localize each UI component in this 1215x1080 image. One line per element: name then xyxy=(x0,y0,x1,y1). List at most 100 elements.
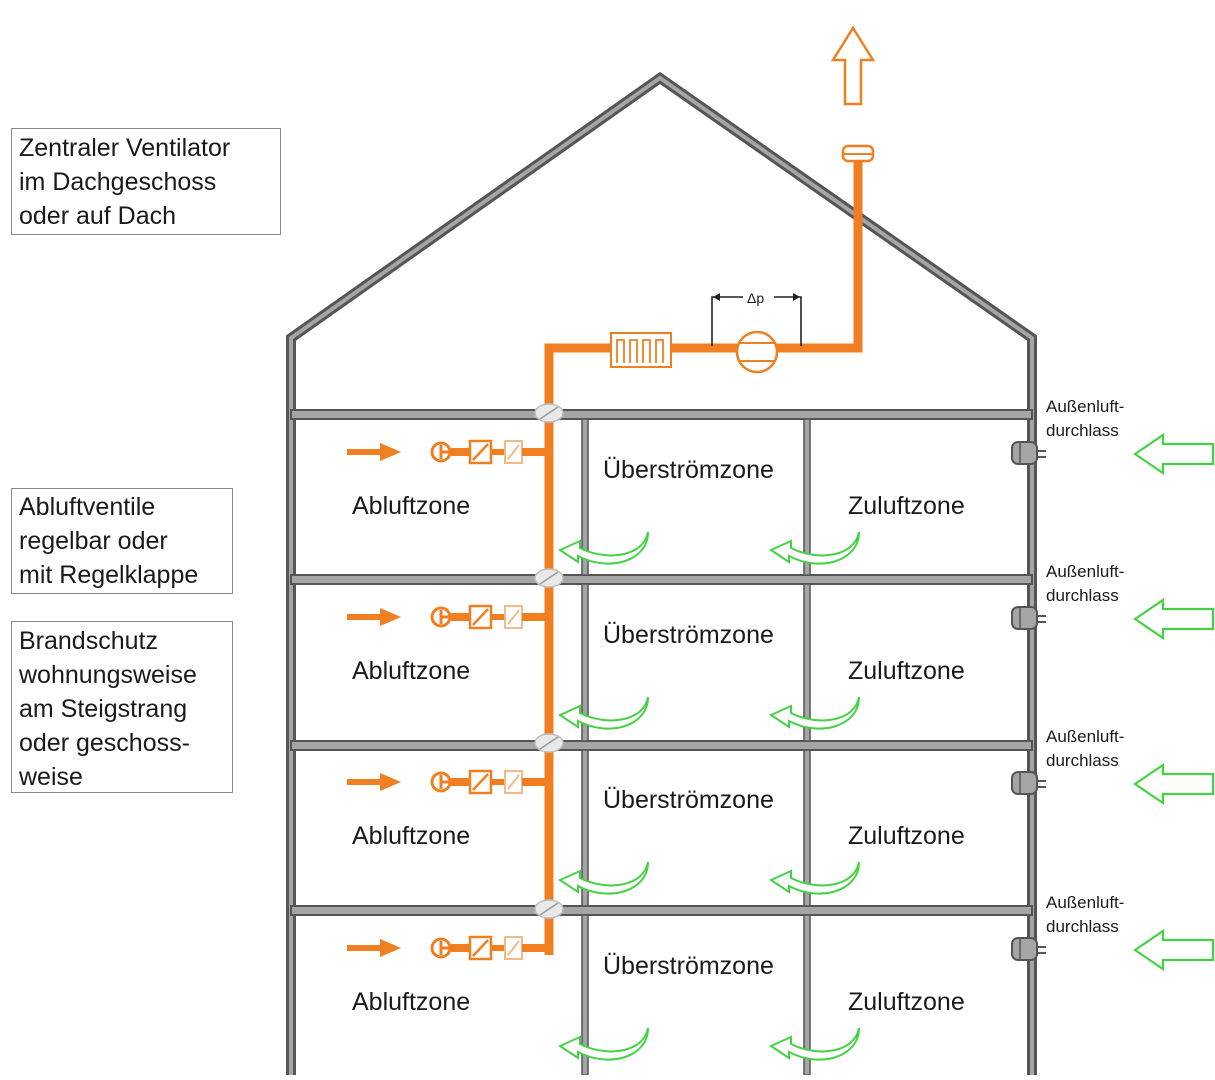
valve-connector xyxy=(451,778,472,786)
outdoor-air-inlet-icon xyxy=(1011,937,1038,961)
exhaust-zone-label: Abluftzone xyxy=(352,822,470,850)
dp-bracket xyxy=(774,296,802,346)
partition-wall xyxy=(803,583,811,742)
valve-connector xyxy=(451,448,472,456)
outlet-arrow xyxy=(830,25,876,106)
note-line: Brandschutz xyxy=(19,627,158,655)
fire-damper-blade xyxy=(507,940,520,956)
overflow-air-arrow xyxy=(768,531,860,565)
note-line: im Dachgeschoss xyxy=(19,168,217,196)
damper-connector xyxy=(491,449,505,455)
outdoor-air-inlet-icon xyxy=(1011,771,1038,795)
damper-connector xyxy=(491,779,505,785)
riser-fire-damper-blade xyxy=(539,736,559,750)
note-line: wohnungsweise xyxy=(19,661,197,689)
outdoor-inlet-label: durchlass xyxy=(1046,917,1119,936)
fresh-air-arrow xyxy=(1133,762,1215,806)
outdoor-inlet-label: Außenluft- xyxy=(1046,562,1124,581)
exhaust-zone-label: Abluftzone xyxy=(352,492,470,520)
supply-zone-label: Zuluftzone xyxy=(848,822,965,850)
floor-slab xyxy=(290,905,1033,916)
note-line: oder auf Dach xyxy=(19,202,177,230)
partition-wall xyxy=(803,418,811,576)
fresh-air-arrow xyxy=(1133,597,1215,641)
note-exhaust-valves: Abluftventile regelbar oder mit Regelkla… xyxy=(11,488,233,594)
note-line: Abluftventile xyxy=(19,493,156,521)
damper-connector xyxy=(491,614,505,620)
exhaust-valve-stem xyxy=(439,941,451,955)
outdoor-inlet-label: Außenluft- xyxy=(1046,727,1124,746)
partition-wall xyxy=(803,749,811,907)
branch-duct xyxy=(522,944,553,952)
supply-zone-label: Zuluftzone xyxy=(848,988,965,1016)
valve-connector xyxy=(451,613,472,621)
exhaust-arrow-shaft xyxy=(347,779,381,785)
transfer-zone-label: Überströmzone xyxy=(603,952,774,980)
outdoor-air-inlet-icon xyxy=(1011,441,1038,465)
outdoor-air-inlet-icon xyxy=(1011,606,1038,630)
transfer-zone-label: Überströmzone xyxy=(603,786,774,814)
exhaust-arrow-head xyxy=(380,773,401,791)
outdoor-inlet-label: durchlass xyxy=(1046,421,1119,440)
overflow-air-arrow xyxy=(768,861,860,895)
overflow-air-arrow xyxy=(557,861,649,895)
riser-fire-damper-blade xyxy=(539,902,559,916)
partition-wall xyxy=(581,749,589,907)
exhaust-valve-stem xyxy=(439,610,451,624)
exhaust-zone-label: Abluftzone xyxy=(352,988,470,1016)
riser-fire-damper-blade xyxy=(539,571,559,585)
silencer-baffle xyxy=(629,339,638,363)
supply-zone-label: Zuluftzone xyxy=(848,657,965,685)
note-line: am Steigstrang xyxy=(19,695,188,723)
building-structure xyxy=(286,71,1037,1076)
exhaust-arrow-shaft xyxy=(347,614,381,620)
control-damper-blade xyxy=(472,773,489,791)
exhaust-valve-stem xyxy=(439,775,451,789)
outdoor-inlet-label: durchlass xyxy=(1046,751,1119,770)
overflow-air-arrow xyxy=(557,696,649,730)
fan-icon xyxy=(735,330,779,374)
outdoor-inlet-label: durchlass xyxy=(1046,586,1119,605)
dp-label: Δp xyxy=(747,290,764,306)
exhaust-arrow-shaft xyxy=(347,945,381,951)
floor-2: AbluftzoneÜberströmzoneZuluftzoneAußenlu… xyxy=(347,562,1215,730)
silencer-baffle xyxy=(642,339,651,363)
floor-slab xyxy=(290,740,1033,751)
note-line: weise xyxy=(19,763,83,791)
note-central-fan: Zentraler Ventilator im Dachgeschoss ode… xyxy=(11,128,281,235)
partition-wall xyxy=(581,583,589,742)
note-line: Zentraler Ventilator xyxy=(19,134,231,162)
fire-damper-blade xyxy=(507,774,520,790)
fresh-air-arrow xyxy=(1133,928,1215,972)
overflow-air-arrow xyxy=(768,1027,860,1061)
silencer xyxy=(610,332,672,368)
control-damper-blade xyxy=(472,443,489,461)
overflow-air-arrow xyxy=(768,696,860,730)
branch-duct xyxy=(522,613,553,621)
control-damper-blade xyxy=(472,608,489,626)
exhaust-arrow-head xyxy=(380,939,401,957)
exhaust-valve-stem xyxy=(439,445,451,459)
floor-4: AbluftzoneÜberströmzoneZuluftzoneAußenlu… xyxy=(347,893,1215,1061)
overflow-air-arrow xyxy=(557,531,649,565)
partition-wall xyxy=(581,418,589,576)
damper-connector xyxy=(491,945,505,951)
overflow-air-arrow xyxy=(557,1027,649,1061)
valve-connector xyxy=(451,944,472,952)
exhaust-zone-label: Abluftzone xyxy=(352,657,470,685)
note-fire-protection: Brandschutz wohnungsweise am Steigstrang… xyxy=(11,621,233,793)
outdoor-inlet-label: Außenluft- xyxy=(1046,397,1124,416)
branch-duct xyxy=(522,448,553,456)
dp-bracket xyxy=(711,296,743,346)
note-line: oder geschoss- xyxy=(19,729,190,757)
silencer-baffle xyxy=(616,339,625,363)
exhaust-arrow-shaft xyxy=(347,449,381,455)
transfer-zone-label: Überströmzone xyxy=(603,456,774,484)
note-line: regelbar oder xyxy=(19,527,168,555)
branch-duct xyxy=(522,778,553,786)
fresh-air-arrow xyxy=(1133,432,1215,476)
exhaust-arrow-head xyxy=(380,443,401,461)
supply-zone-label: Zuluftzone xyxy=(848,492,965,520)
fire-damper-blade xyxy=(507,444,520,460)
